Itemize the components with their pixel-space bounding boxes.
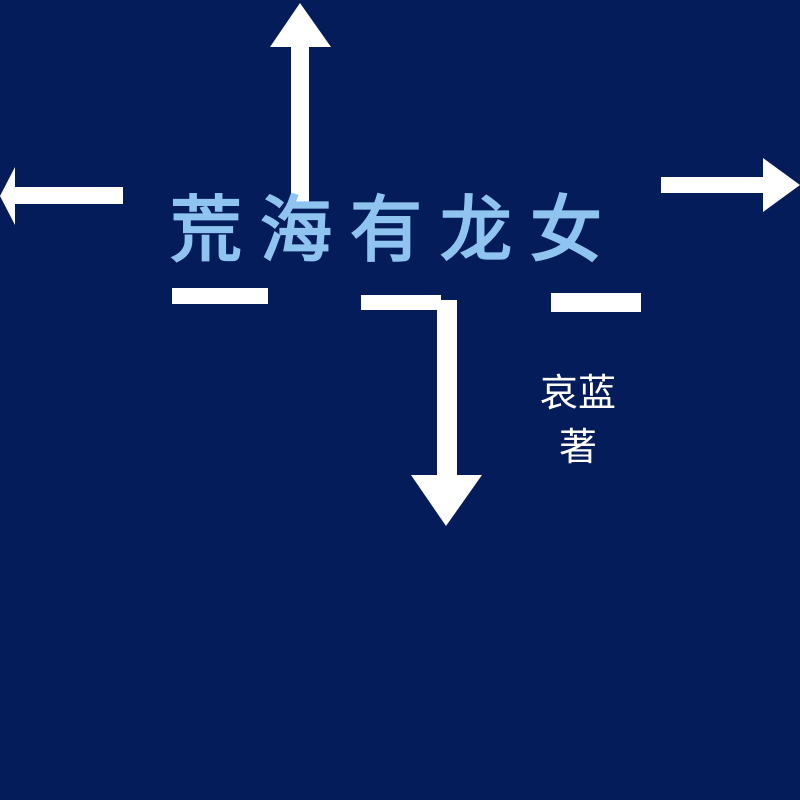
up-arrow-icon	[270, 3, 331, 205]
right-arrow-icon	[661, 158, 800, 212]
author-name: 哀蓝	[539, 371, 616, 415]
down-arrow-icon	[361, 295, 482, 526]
bar-left	[172, 288, 268, 304]
author: 哀蓝 著	[530, 366, 626, 474]
book-title: 荒海有龙女	[170, 188, 621, 272]
left-arrow-icon	[0, 167, 123, 225]
author-suffix: 著	[558, 425, 597, 469]
bar-right	[551, 293, 641, 312]
